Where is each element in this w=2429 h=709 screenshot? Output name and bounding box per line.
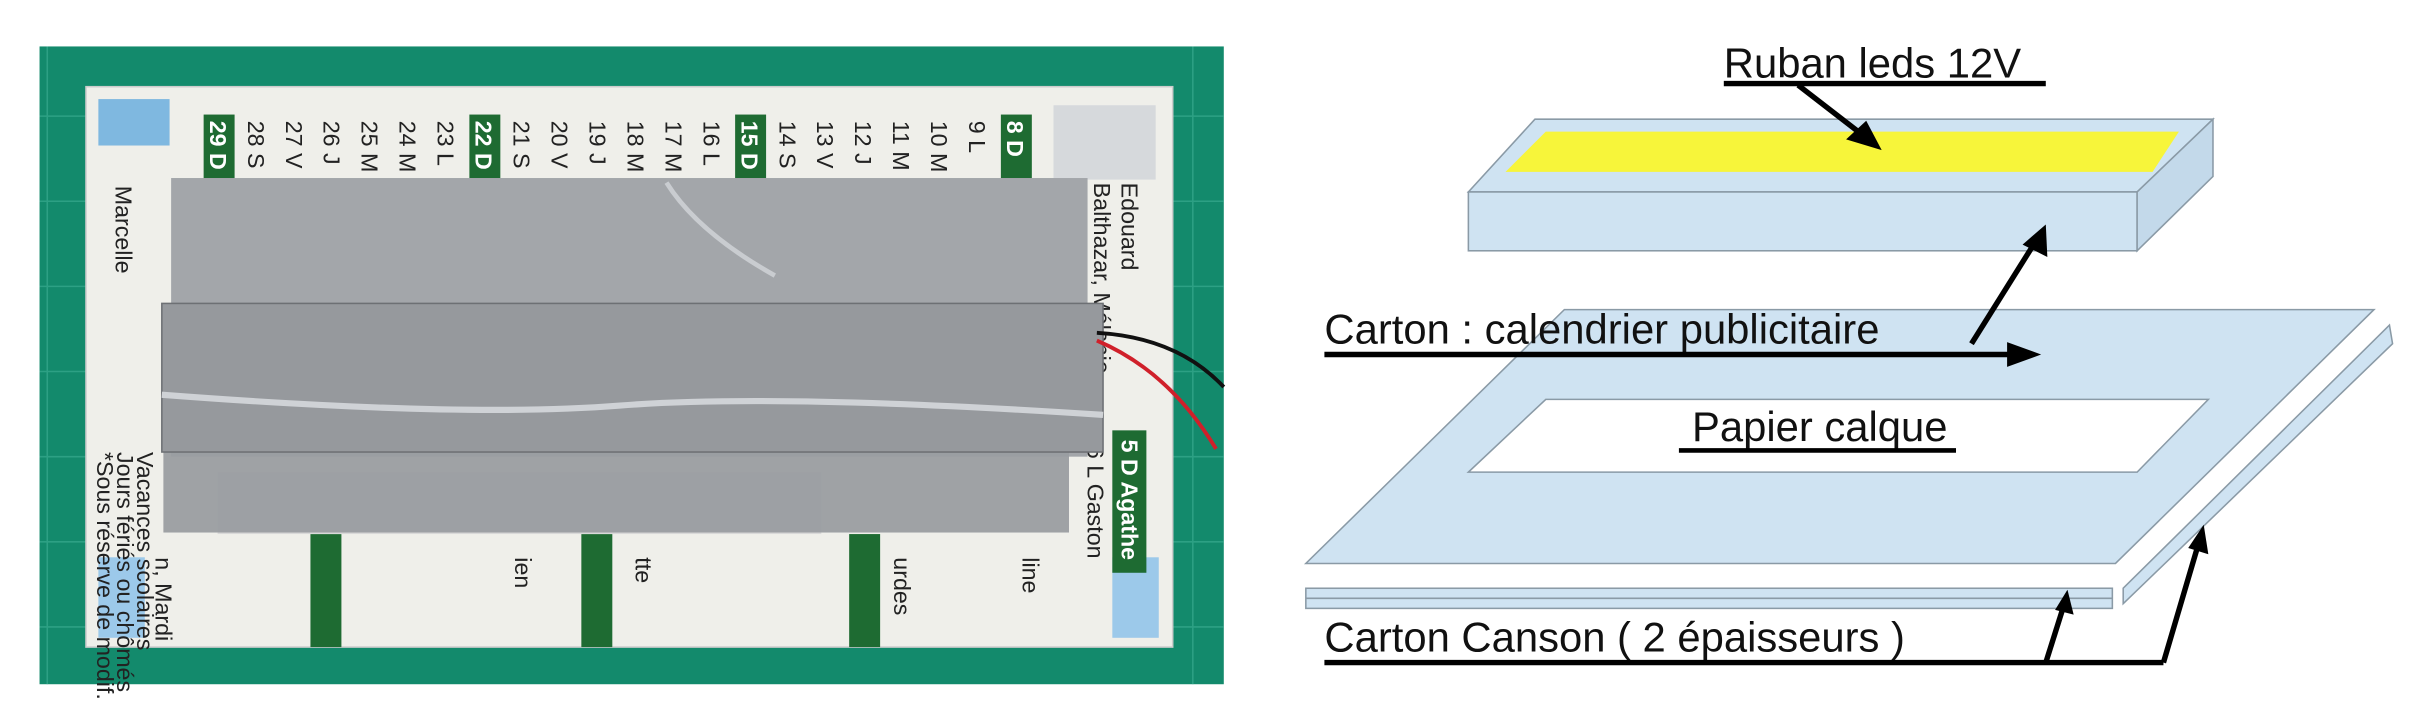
led-box-side-face — [2136, 117, 2214, 253]
day-label: 13 V — [812, 121, 838, 169]
canson-strip-side — [2122, 323, 2394, 606]
tape-highlight — [161, 391, 1104, 418]
day-label: 28 S — [243, 121, 269, 169]
day-label: 18 M — [622, 121, 648, 173]
green-block — [310, 534, 342, 648]
day-label: 27 V — [281, 121, 307, 169]
day-labels: 29 D 28 S 27 V 26 J 25 M 24 M 23 L 22 D 21 S 20 V… — [203, 114, 1032, 180]
arrow-canson-side — [2160, 541, 2202, 664]
arrowhead — [2022, 224, 2048, 257]
day-label: 26 J — [319, 121, 345, 165]
arrowhead — [2007, 342, 2042, 367]
day-label: 25 M — [357, 121, 383, 173]
fragment: urdes — [889, 557, 915, 615]
tracing-paper-label: Papier calque — [1692, 403, 1948, 450]
sunday-highlight — [203, 114, 235, 180]
footnote: Jours fériés ou chômés — [112, 452, 138, 692]
red-wire — [1096, 338, 1218, 450]
canson-label: Carton Canson ( 2 épaisseurs ) — [1324, 614, 1905, 661]
day-label: 12 J — [850, 121, 876, 165]
led-strip-yellow — [1505, 131, 2179, 172]
name-gaston: 6 L Gaston — [1083, 446, 1109, 559]
label-top-right — [1053, 105, 1156, 180]
name-mardi: n, Mardi — [151, 557, 177, 641]
fragment: tte — [631, 557, 657, 583]
agathe-box — [1112, 430, 1147, 573]
stamp-bottom-left — [98, 557, 145, 638]
tape-wrinkle — [664, 181, 776, 278]
day-label: 19 J — [584, 121, 610, 165]
name-marcelle: Marcelle — [110, 186, 136, 274]
day-label: 23 L — [433, 121, 459, 166]
day-label: 8 D — [1002, 121, 1028, 157]
day-label: 22 D — [471, 121, 497, 170]
arrow-canson-front — [2043, 602, 2067, 664]
day-label: 10 M — [926, 121, 952, 173]
green-block — [581, 534, 613, 648]
black-wire — [1096, 330, 1226, 389]
day-label: 14 S — [774, 121, 800, 169]
day-label: 16 L — [698, 121, 724, 166]
led-strip-label: Ruban leds 12V — [1724, 39, 2021, 86]
fragment: ien — [510, 557, 536, 588]
calendar-board-label: Carton : calendrier publicitaire — [1324, 306, 1879, 353]
name-edouard: Edouard — [1117, 183, 1143, 271]
arrow-led-box — [1969, 238, 2039, 346]
assembly-diagram: Ruban leds 12V Carton : calendrier publi… — [1303, 39, 2394, 666]
duct-tape-bottom — [163, 452, 1069, 533]
name-agathe: 5 D Agathe — [1117, 440, 1143, 561]
sunday-highlight — [735, 114, 767, 180]
sunday-highlight — [469, 114, 501, 180]
led-strip-wrapped — [161, 302, 1104, 453]
day-label: 17 M — [660, 121, 686, 173]
day-label: 29 D — [205, 121, 231, 170]
day-label: 24 M — [395, 121, 421, 173]
day-label: 21 S — [509, 121, 535, 169]
footnote: Vacances scolaires — [132, 452, 158, 650]
day-label: 20 V — [546, 121, 572, 169]
stamp-top-left — [98, 99, 170, 146]
day-label: 11 M — [888, 121, 914, 171]
arrowhead — [1846, 120, 1882, 151]
day-label: 9 L — [964, 121, 990, 153]
footnote: *Sous réserve de modif. — [92, 452, 118, 700]
arrowhead — [2188, 524, 2209, 555]
day-label: 15 D — [736, 121, 762, 170]
photo-led-panel: 29 D 28 S 27 V 26 J 25 M 24 M 23 L 22 D 21 S 20 V… — [39, 46, 1226, 700]
tracing-paper-window — [1466, 398, 2211, 473]
sunday-highlight — [1000, 114, 1032, 180]
fragment: line — [1018, 557, 1044, 593]
green-block — [849, 534, 881, 648]
arrow-led-strip — [1796, 82, 1868, 140]
